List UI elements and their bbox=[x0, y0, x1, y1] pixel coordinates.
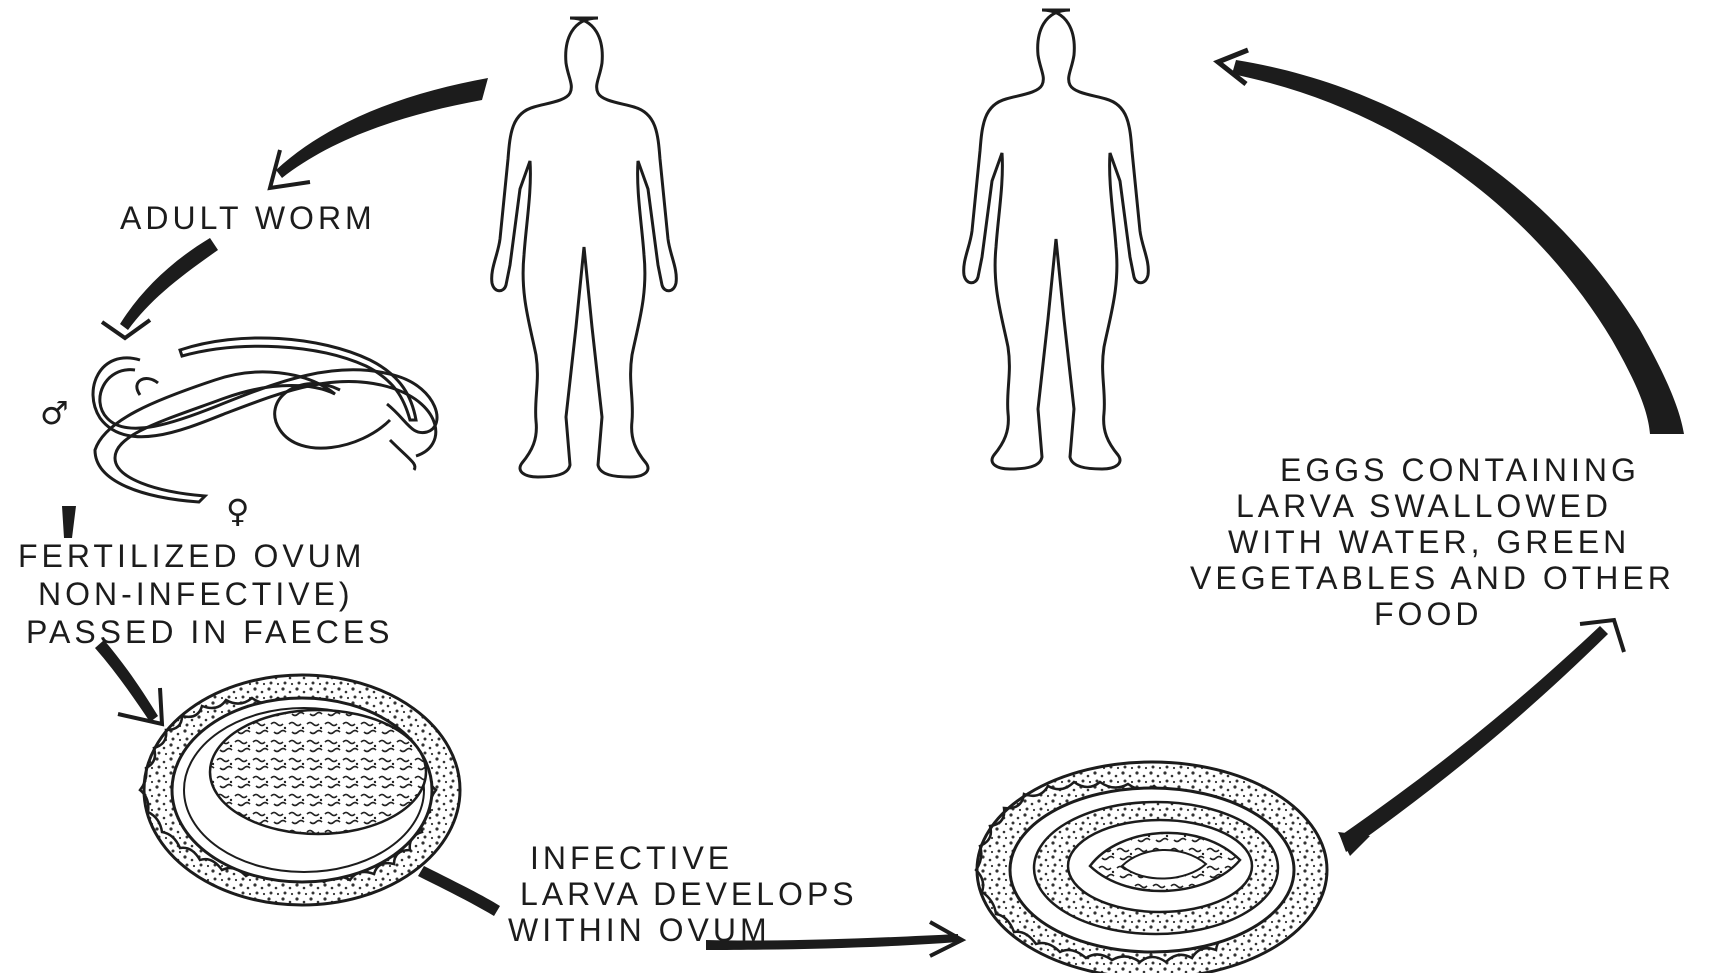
label-fertilized-ovum-line-3: PASSED IN FAECES bbox=[26, 614, 394, 650]
arrow-faeces-to-ovum bbox=[95, 640, 162, 724]
female-symbol: ♀ bbox=[226, 492, 249, 530]
arrow-adult-worm-to-worms bbox=[102, 238, 218, 338]
label-adult-worm: ADULT WORM bbox=[120, 200, 376, 236]
label-infective-larva-line-2: LARVA DEVELOPS bbox=[520, 876, 858, 912]
ovum-icon bbox=[140, 675, 460, 905]
male-symbol: ♂ bbox=[40, 394, 69, 432]
arrow-swallowed-to-host bbox=[1218, 50, 1684, 434]
label-infective-larva-line-1: INFECTIVE bbox=[530, 840, 733, 876]
label-infective-larva-line-3: WITHIN OVUM bbox=[508, 912, 771, 948]
worm-pair-icon bbox=[93, 338, 437, 502]
human-figure-right-icon bbox=[964, 10, 1149, 469]
label-eggs-swallowed-line-1: EGGS CONTAINING bbox=[1280, 452, 1640, 488]
label-eggs-swallowed-line-2: LARVA SWALLOWED bbox=[1236, 488, 1612, 524]
label-fertilized-ovum-line-2: NON-INFECTIVE) bbox=[38, 576, 354, 612]
label-fertilized-ovum-line-1: FERTILIZED OVUM bbox=[18, 538, 365, 574]
arrow-host-to-adult-worm bbox=[270, 78, 488, 188]
arrow-larva-ovum-to-swallowed bbox=[1338, 620, 1624, 856]
arrow-worms-to-ovum bbox=[62, 506, 76, 538]
human-figure-left-icon bbox=[492, 18, 677, 477]
label-eggs-swallowed-line-4: VEGETABLES AND OTHER bbox=[1190, 560, 1675, 596]
label-eggs-swallowed-line-3: WITH WATER, GREEN bbox=[1228, 524, 1630, 560]
larva-ovum-icon bbox=[976, 762, 1327, 973]
label-eggs-swallowed-line-5: FOOD bbox=[1374, 596, 1482, 632]
